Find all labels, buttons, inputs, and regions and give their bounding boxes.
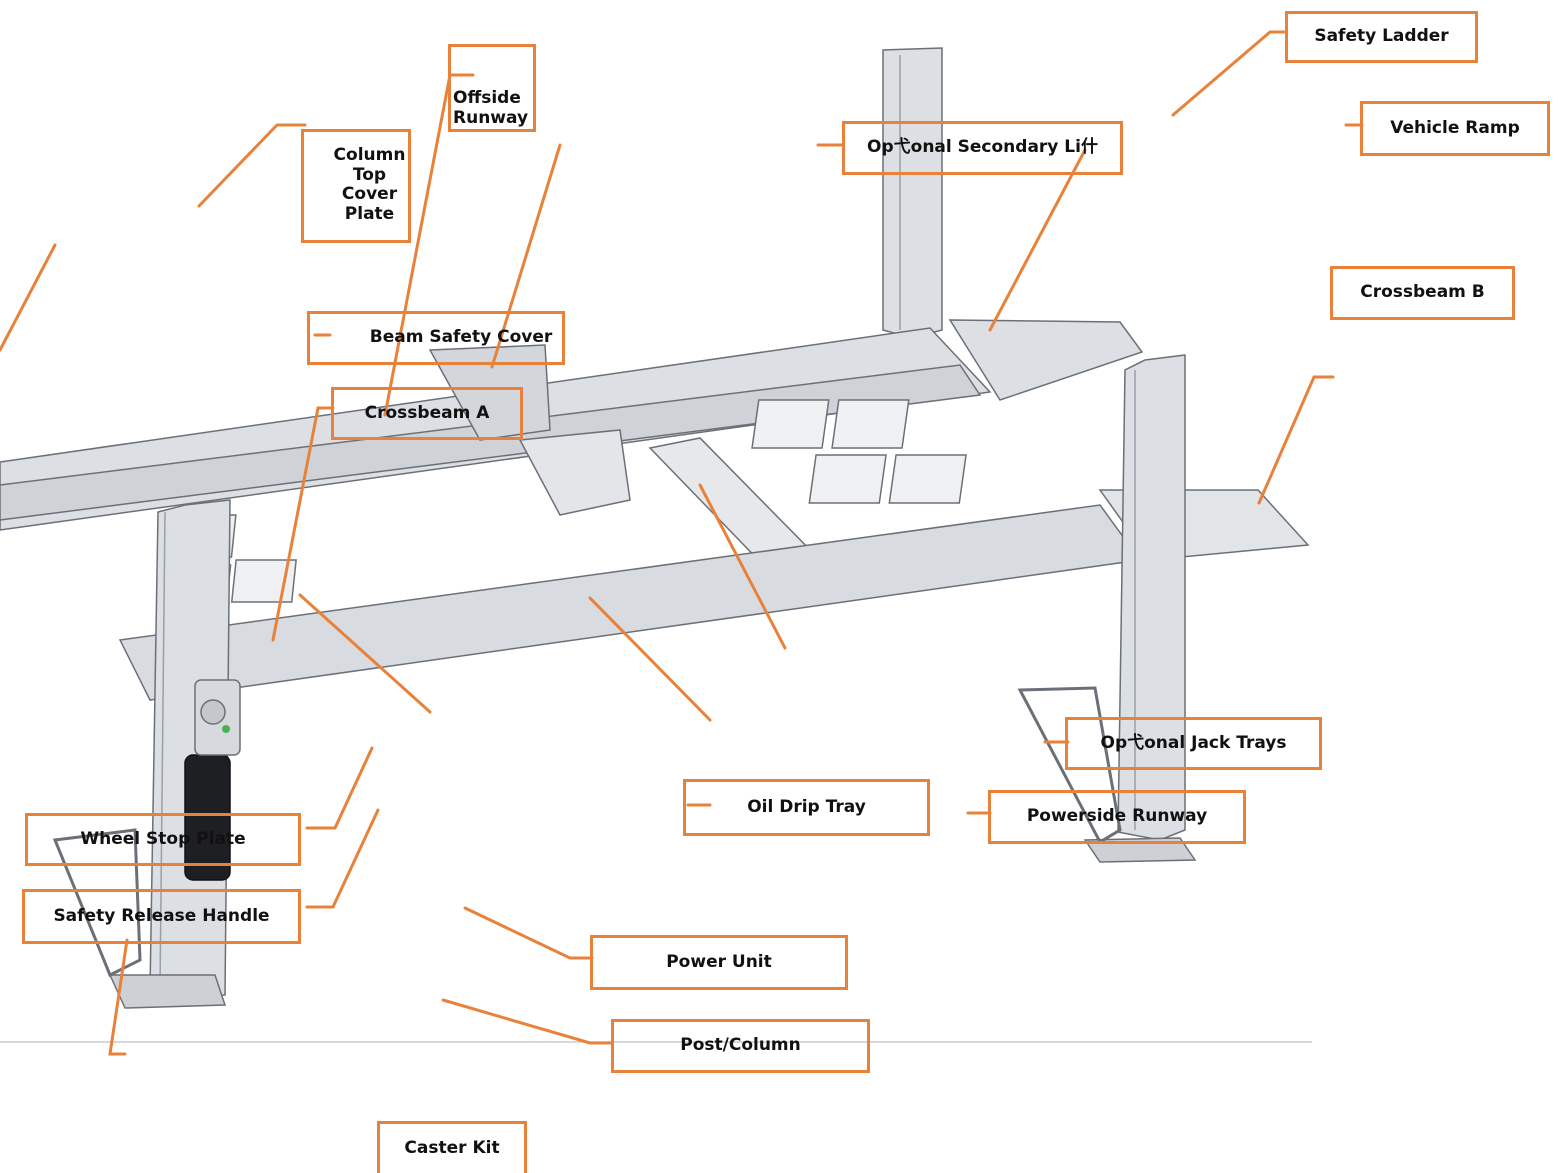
lift-illustration <box>0 47 1312 1043</box>
label-power-unit: Power Unit <box>590 935 848 990</box>
label-caster-kit: Caster Kit <box>377 1121 527 1173</box>
caster-frame-left <box>52 828 142 978</box>
crossbeam-rear <box>0 364 982 521</box>
base-plate-left <box>108 974 227 1009</box>
label-safety-release-handle: Safety Release Handle <box>22 889 301 944</box>
leader-safety-release <box>305 808 380 909</box>
leader-offside-runway-2 <box>490 143 562 369</box>
label-safety-ladder: Safety Ladder <box>1285 11 1478 63</box>
leader-jack-pad <box>298 593 432 714</box>
leader-runway-front <box>588 596 712 722</box>
label-post-column: Post/Column <box>611 1019 870 1073</box>
jack-pads-right <box>751 399 967 504</box>
label-crossbeam-b: Crossbeam B <box>1330 266 1515 320</box>
label-wheel-stop-plate: Wheel Stop Plate <box>25 813 301 866</box>
leader-wheel-stop <box>305 746 374 830</box>
label-optional-secondary-lift: Op弋onal Secondary Li什 <box>842 121 1123 175</box>
leader-secondary-lift <box>988 148 1087 332</box>
leader-column-top <box>197 123 307 208</box>
label-oil-drip-tray: Oil Drip Tray <box>683 779 930 836</box>
leader-lines <box>0 30 1364 1056</box>
leader-power-unit <box>463 906 594 960</box>
label-beam-safety-cover: Beam Safety Cover <box>307 311 565 365</box>
label-offside-runway: Offside Runway <box>448 44 536 132</box>
leader-drip-tray <box>698 483 787 650</box>
label-column-top-cover-plate: Column Top Cover Plate <box>301 129 411 243</box>
base-plate-right <box>1083 837 1197 863</box>
leader-caster <box>108 938 129 1056</box>
rear-left-post <box>882 47 943 339</box>
label-crossbeam-a: Crossbeam A <box>331 387 523 440</box>
leader-left-edge <box>0 243 57 352</box>
leader-crossbeam-a <box>271 406 335 642</box>
label-optional-jack-trays: Op弋onal Jack Trays <box>1065 717 1322 770</box>
leader-crossbeam-b <box>1257 375 1335 505</box>
leader-safety-ladder <box>1171 30 1287 117</box>
label-powerside-runway: Powerside Runway <box>988 790 1246 844</box>
leader-post-column <box>441 998 614 1045</box>
label-vehicle-ramp: Vehicle Ramp <box>1360 101 1550 156</box>
